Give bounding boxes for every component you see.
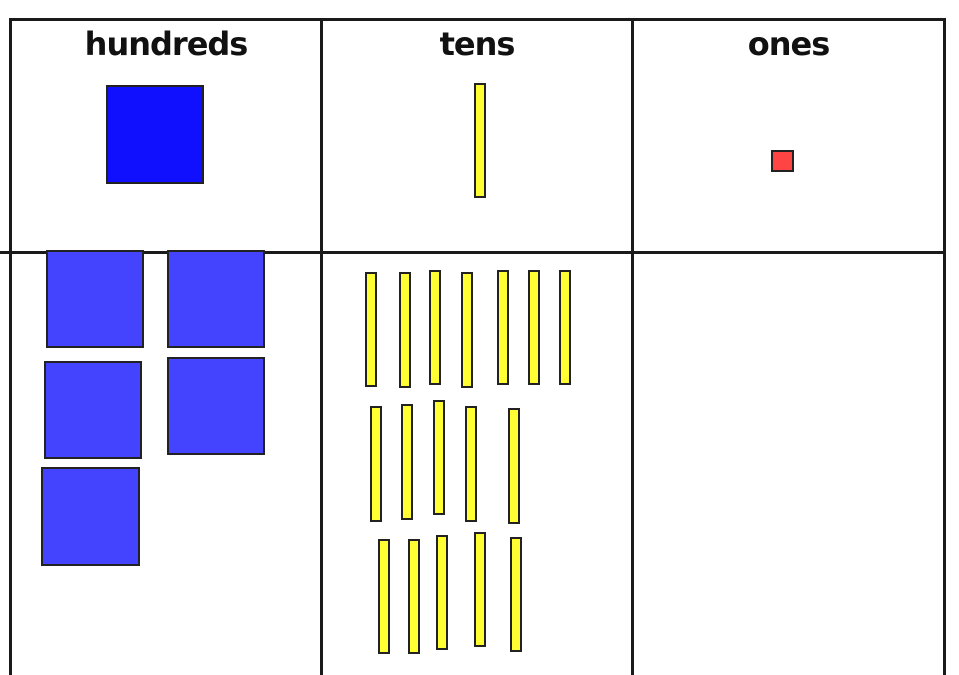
- ten-rod: [365, 272, 377, 387]
- hundred-flat: [44, 361, 142, 459]
- left-border: [9, 18, 12, 675]
- one-cube-key: [771, 150, 794, 172]
- ten-rod: [370, 406, 382, 522]
- ten-rod: [378, 539, 390, 654]
- hundred-flat: [167, 357, 265, 455]
- hundred-flat: [41, 467, 140, 566]
- ten-rod: [559, 270, 571, 385]
- hundred-flat-key: [106, 85, 204, 184]
- right-border: [943, 18, 946, 675]
- column-divider-tens-ones: [631, 18, 634, 675]
- hundred-flat: [46, 250, 144, 348]
- tens-column-title: tens: [439, 25, 516, 63]
- ten-rod: [508, 408, 520, 524]
- top-border: [10, 18, 945, 21]
- ten-rod: [528, 270, 540, 385]
- ten-rod: [436, 535, 448, 650]
- ten-rod: [429, 270, 441, 385]
- ten-rod: [465, 406, 477, 522]
- ten-rod: [399, 272, 411, 388]
- ten-rod: [461, 272, 473, 388]
- ones-column-title: ones: [747, 25, 831, 63]
- ten-rod: [510, 537, 522, 652]
- row-divider: [0, 251, 945, 254]
- hundreds-column-title: hundreds: [84, 25, 249, 63]
- ten-rod: [401, 404, 413, 520]
- hundred-flat: [167, 250, 265, 348]
- ten-rod: [408, 539, 420, 654]
- ten-rod: [497, 270, 509, 385]
- ten-rod-key: [474, 83, 486, 198]
- ten-rod: [433, 400, 445, 515]
- column-divider-hundreds-tens: [320, 18, 323, 675]
- ten-rod: [474, 532, 486, 647]
